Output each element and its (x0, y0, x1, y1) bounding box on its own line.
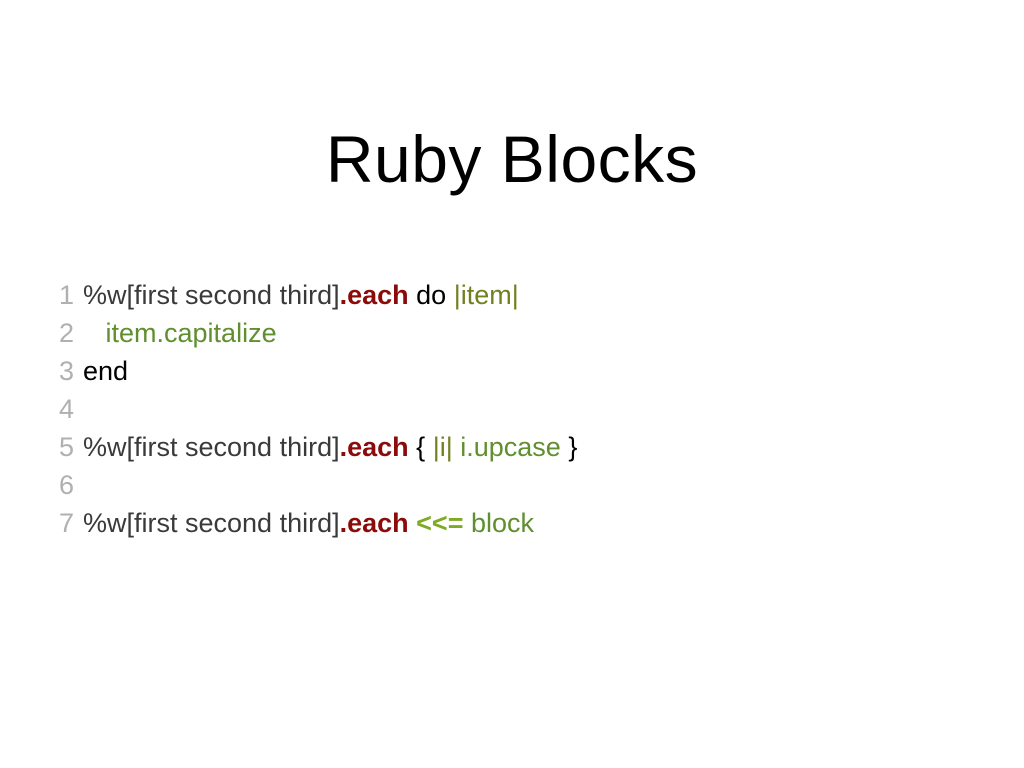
page-title: Ruby Blocks (325, 122, 699, 197)
code-token-keyword: end (83, 356, 129, 386)
code-block: 1%w[first second third].each do |item|2 … (50, 276, 950, 542)
code-line: 6 (50, 466, 950, 504)
code-token-plain: %w[first second third] (83, 432, 340, 462)
line-code: %w[first second third].each <<= block (83, 504, 534, 542)
code-token-ident: block (470, 508, 535, 538)
code-line: 3 end (50, 352, 950, 390)
code-line: 7 %w[first second third].each <<= block (50, 504, 950, 542)
code-line: 4 (50, 390, 950, 428)
code-token-punct: { (416, 432, 426, 462)
code-token-ident: i.upcase (460, 432, 561, 462)
line-number: 1 (58, 280, 74, 310)
code-token-plain (463, 508, 471, 538)
code-token-keyword: do (416, 280, 447, 310)
code-token-param: |item| (453, 280, 519, 310)
code-line: 1 %w[first second third].each do |item| (50, 276, 950, 314)
line-number: 4 (58, 394, 74, 424)
code-token-punct: } (568, 432, 578, 462)
line-number: 5 (58, 432, 74, 462)
code-token-method: .each (339, 280, 409, 310)
line-number: 7 (58, 508, 74, 538)
code-line: 2 item.capitalize (50, 314, 950, 352)
line-number: 6 (58, 470, 74, 500)
code-token-plain (446, 280, 454, 310)
line-code: %w[first second third].each { |i| i.upca… (83, 428, 577, 466)
code-token-method: .each (339, 432, 409, 462)
code-token-plain (425, 432, 433, 462)
code-token-plain: %w[first second third] (83, 280, 340, 310)
code-line: 5 %w[first second third].each { |i| i.upc… (50, 428, 950, 466)
code-token-indent (83, 318, 106, 348)
line-code: end (83, 352, 128, 390)
line-code: %w[first second third].each do |item| (83, 276, 519, 314)
line-number: 3 (58, 356, 74, 386)
code-token-method: .each (339, 508, 409, 538)
code-token-operator: <<= (416, 508, 464, 538)
code-token-param: |i| (432, 432, 453, 462)
code-token-ident: item.capitalize (105, 318, 277, 348)
line-code: item.capitalize (83, 314, 277, 352)
line-number: 2 (58, 318, 74, 348)
code-token-plain: %w[first second third] (83, 508, 340, 538)
